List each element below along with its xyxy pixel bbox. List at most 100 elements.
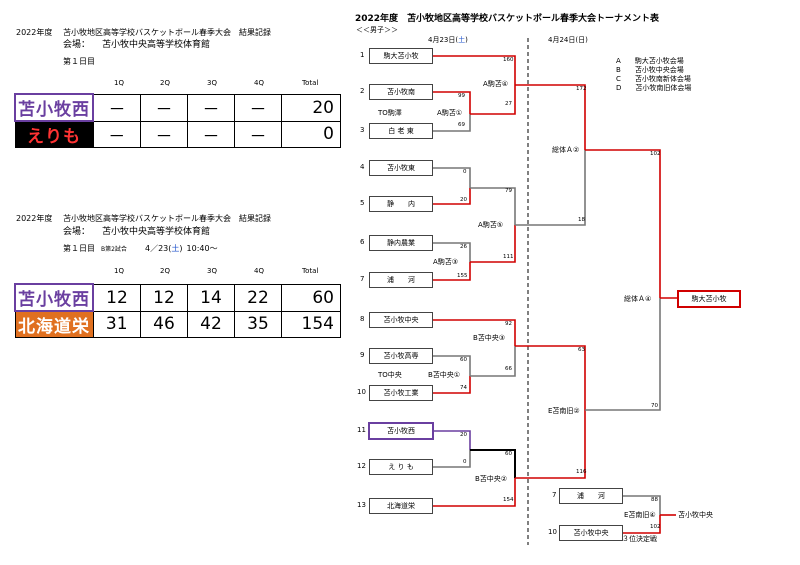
event-title-2: 苫小牧地区高等学校バスケットボール春季大会 結果記録	[63, 214, 271, 223]
team-number: 12	[357, 462, 366, 470]
year-label-2: 2022年度	[16, 214, 53, 223]
team-number: 5	[360, 199, 365, 207]
match-label: B第2試合	[101, 246, 127, 253]
team-box: 浦 河	[559, 488, 623, 504]
game-score: 102	[650, 151, 661, 157]
team-box: 静内農業	[369, 235, 433, 251]
game-score: 26	[460, 244, 467, 250]
day-label-2: 第１日目	[63, 244, 95, 253]
total-score: 0	[281, 120, 341, 148]
game-label: E苫南旧④	[624, 511, 656, 519]
team-number: 10	[357, 388, 366, 396]
legend-item: A 駒大苫小牧会場	[616, 57, 684, 65]
team-box: 北海道栄	[369, 498, 433, 514]
team-number: 9	[360, 351, 365, 359]
game-label: B苫中央②	[475, 475, 508, 483]
quarter-score: 35	[234, 310, 282, 338]
venue-label-2: 会場：	[63, 227, 91, 237]
quarter-score: 12	[92, 283, 141, 312]
team-number: 3	[360, 126, 365, 134]
score-table-2: 苫小牧西 12 12 14 22 60 北海道栄 31 46 42 35 154	[14, 283, 341, 338]
bracket-title: 2022年度 苫小牧地区高等学校バスケットボール春季大会トーナメント表	[355, 14, 660, 24]
venue-name-1: 苫小牧中央高等学校体育館	[102, 40, 211, 50]
team-number: 6	[360, 238, 365, 246]
quarter-score: －	[140, 120, 188, 148]
game-label: 総体Ａ②	[552, 146, 580, 154]
game-score: 70	[651, 403, 658, 409]
game-label: ３位決定戦	[622, 535, 657, 543]
team-number: 2	[360, 87, 365, 95]
game-label: TO中央	[378, 371, 402, 379]
team-number: 7	[552, 491, 557, 499]
team-number: 4	[360, 163, 365, 171]
game-label: E苫南旧②	[548, 407, 580, 415]
total-score: 60	[281, 283, 341, 312]
total-score: 154	[281, 310, 341, 338]
score-table-1: 苫小牧西 － － － － 20 えりも － － － － 0	[14, 93, 341, 148]
game-score: 20	[460, 432, 467, 438]
game-score: 160	[503, 57, 514, 63]
team-name: 苫小牧西	[14, 283, 94, 312]
quarter-score: 31	[92, 310, 141, 338]
day-label-1: 第１日目	[63, 57, 95, 66]
year-label-1: 2022年度	[16, 28, 53, 37]
champion-box: 駒大苫小牧	[677, 290, 741, 308]
quarter-score: －	[92, 93, 141, 122]
game-score: 155	[457, 273, 468, 279]
team-box: 浦 河	[369, 272, 433, 288]
match-date: 4／23(土)10:40～	[145, 244, 218, 253]
col-3q: 3Q	[207, 267, 217, 275]
game-label: B苫中央③	[473, 334, 506, 342]
team-box: 苫小牧東	[369, 160, 433, 176]
col-4q: 4Q	[254, 79, 264, 87]
team-number: 11	[357, 426, 366, 434]
game-label: B苫中央①	[428, 371, 461, 379]
team-box: 苫小牧西	[368, 422, 434, 440]
team-box: 苫小牧高専	[369, 348, 433, 364]
game-score: 172	[576, 86, 587, 92]
event-title-1: 苫小牧地区高等学校バスケットボール春季大会 結果記録	[63, 28, 271, 37]
game-score: 18	[578, 217, 585, 223]
quarter-score: 22	[234, 283, 282, 312]
team-number: 13	[357, 501, 366, 509]
col-total: Total	[302, 79, 319, 87]
game-score: 111	[503, 254, 514, 260]
game-score: 60	[505, 451, 512, 457]
col-2q: 2Q	[160, 79, 170, 87]
team-number: 10	[548, 528, 557, 536]
day1-label: 4月23日(土)	[428, 36, 468, 44]
quarter-score: －	[140, 93, 188, 122]
game-score: 79	[505, 188, 512, 194]
quarter-score: 42	[187, 310, 235, 338]
quarter-score: －	[187, 120, 235, 148]
game-label: 総体Ａ④	[624, 295, 652, 303]
legend-item: B 苫小牧中央会場	[616, 66, 684, 74]
bracket-subtitle: ＜＜男子＞＞	[356, 26, 398, 34]
game-label: A駒苫①	[437, 109, 463, 117]
quarter-score: －	[234, 93, 282, 122]
col-4q: 4Q	[254, 267, 264, 275]
legend-item: D 苫小牧南旧体会場	[616, 84, 692, 92]
game-score: 27	[505, 101, 512, 107]
col-2q: 2Q	[160, 267, 170, 275]
game-label: A駒苫④	[483, 80, 509, 88]
venue-legend: A 駒大苫小牧会場 B 苫小牧中央会場 C 苫小牧南新体会場 D 苫小牧南旧体会…	[616, 57, 691, 93]
venue-name-2: 苫小牧中央高等学校体育館	[102, 227, 211, 237]
team-name: 北海道栄	[14, 310, 94, 338]
col-3q: 3Q	[207, 79, 217, 87]
game-score: 69	[458, 122, 465, 128]
col-1q: 1Q	[114, 79, 124, 87]
score-row: 北海道栄 31 46 42 35 154	[14, 310, 341, 338]
score-row: 苫小牧西 － － － － 20	[14, 93, 341, 122]
team-box: 白 老 東	[369, 123, 433, 139]
game-score: 102	[650, 524, 661, 530]
score-row: えりも － － － － 0	[14, 120, 341, 148]
team-box: え り も	[369, 459, 433, 475]
team-number: 8	[360, 315, 365, 323]
quarter-score: 46	[140, 310, 188, 338]
quarter-score: －	[92, 120, 141, 148]
game-score: 0	[463, 459, 467, 465]
team-number: 1	[360, 51, 365, 59]
game-score: 20	[460, 197, 467, 203]
